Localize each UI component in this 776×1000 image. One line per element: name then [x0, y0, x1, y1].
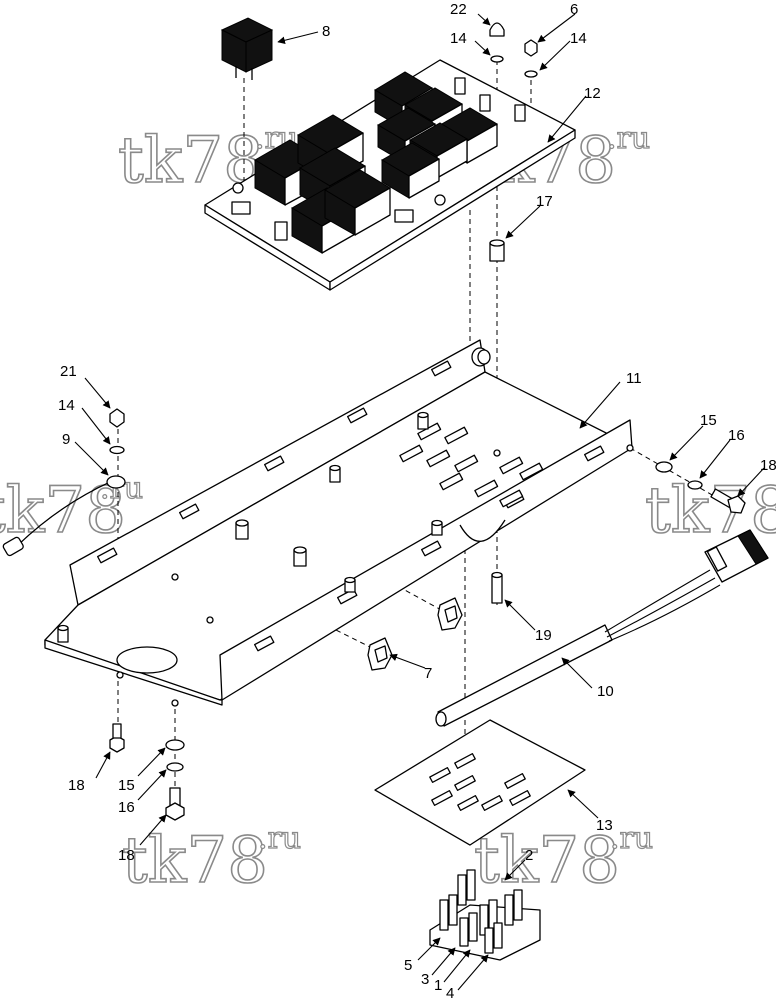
- callout-12: 12: [584, 85, 601, 102]
- tray-standoff: [431, 519, 443, 536]
- tray-hole: [626, 444, 634, 452]
- callout-1: 1: [434, 977, 442, 994]
- washer-15: [655, 461, 673, 473]
- tray-cutout: [116, 646, 178, 674]
- relay-block: [324, 169, 391, 236]
- tray-hole: [116, 671, 124, 679]
- clip-7: [437, 597, 463, 631]
- tray-hole: [171, 699, 179, 707]
- cover-plate-13: [374, 719, 586, 846]
- callout-18: 18: [118, 847, 135, 864]
- washer-15: [165, 739, 185, 751]
- callout-4: 4: [446, 985, 454, 1000]
- board-terminal: [514, 104, 526, 122]
- pin-19: [491, 571, 503, 604]
- callout-21: 21: [60, 363, 77, 380]
- callout-16: 16: [118, 799, 135, 816]
- washer-14: [109, 445, 125, 455]
- terminal-fuse: [484, 922, 503, 954]
- bolt-18: [710, 488, 746, 514]
- board-connector: [394, 209, 414, 223]
- terminal-fuse: [439, 894, 458, 931]
- watermark-suffix: .ru: [100, 471, 143, 506]
- callout-10: 10: [597, 683, 614, 700]
- watermark-text: tk78: [474, 824, 620, 898]
- harness-connector: [704, 529, 769, 583]
- callout-13: 13: [596, 817, 613, 834]
- board-connector: [231, 201, 251, 215]
- tray-slot-grid: [399, 422, 544, 508]
- terminal-fuse: [457, 869, 476, 906]
- tray-standoff: [293, 546, 307, 567]
- nut-6: [524, 39, 538, 57]
- washer-16: [166, 762, 184, 772]
- callout-6: 6: [570, 1, 578, 18]
- wire-lead-9: [2, 475, 126, 557]
- board-hole: [232, 182, 244, 194]
- callout-14: 14: [58, 397, 75, 414]
- relay-block: [381, 142, 440, 199]
- mounting-tray-11: [44, 339, 634, 707]
- callout-2: 2: [525, 847, 533, 864]
- callout-14: 14: [450, 30, 467, 47]
- watermark-suffix: .ru: [258, 821, 301, 856]
- watermark-suffix: .ru: [607, 121, 650, 156]
- tray-hole: [171, 573, 179, 581]
- screw-17: [109, 723, 125, 753]
- board-terminal: [454, 77, 466, 95]
- terminal-fuse: [459, 912, 478, 947]
- callout-7: 7: [424, 665, 432, 682]
- watermark-text: tk78: [0, 474, 126, 548]
- board-hole: [434, 194, 446, 206]
- callout-3: 3: [421, 971, 429, 988]
- callout-9: 9: [62, 431, 70, 448]
- board-capacitor: [274, 221, 288, 241]
- relay-circuit-board: [204, 59, 576, 291]
- watermark-suffix: .ru: [610, 821, 653, 856]
- terminal-fuse: [504, 889, 523, 926]
- tray-corner-connector: [471, 347, 491, 367]
- watermark-text: tk78: [118, 124, 264, 198]
- callout-20: 17: [536, 193, 553, 210]
- nut-21: [109, 408, 125, 428]
- tray-stud: [57, 624, 69, 643]
- tray-standoff: [344, 576, 356, 593]
- tray-standoff: [329, 464, 341, 483]
- washer-14: [524, 70, 538, 78]
- washer-16: [687, 480, 703, 490]
- cap-nut-22: [489, 22, 505, 37]
- tray-standoff: [417, 411, 429, 430]
- watermark-text: tk78: [645, 474, 776, 548]
- relay-8: [220, 17, 274, 80]
- terminal-block-cluster: [429, 869, 541, 961]
- sensor-probe-10: [435, 529, 769, 727]
- callout-15: 15: [700, 412, 717, 429]
- standoff-20: [489, 239, 505, 262]
- callout-5: 5: [404, 957, 412, 974]
- callout-18: 18: [760, 457, 776, 474]
- plate-slot-grid: [429, 753, 531, 811]
- board-terminal: [479, 94, 491, 112]
- callout-22: 22: [450, 1, 467, 18]
- callout-11: 11: [626, 370, 642, 387]
- tray-standoff: [235, 519, 249, 540]
- callout-15: 15: [118, 777, 135, 794]
- callout-labels: 8 22 14 6 14 12 17 21 14 9 11 15 16 18 1…: [58, 1, 776, 1000]
- watermark-text: tk78: [122, 824, 268, 898]
- callout-17: 18: [68, 777, 85, 794]
- callout-8: 8: [322, 23, 330, 40]
- callout-14: 14: [570, 30, 587, 47]
- washer-14: [490, 55, 504, 63]
- leader-lines: [74, 13, 765, 991]
- tray-notch: [459, 519, 506, 542]
- tray-hole: [493, 449, 501, 457]
- callout-16: 16: [728, 427, 745, 444]
- callout-19: 19: [535, 627, 552, 644]
- tray-hole: [206, 616, 214, 624]
- bolt-18: [165, 787, 185, 821]
- clip-7: [367, 637, 393, 671]
